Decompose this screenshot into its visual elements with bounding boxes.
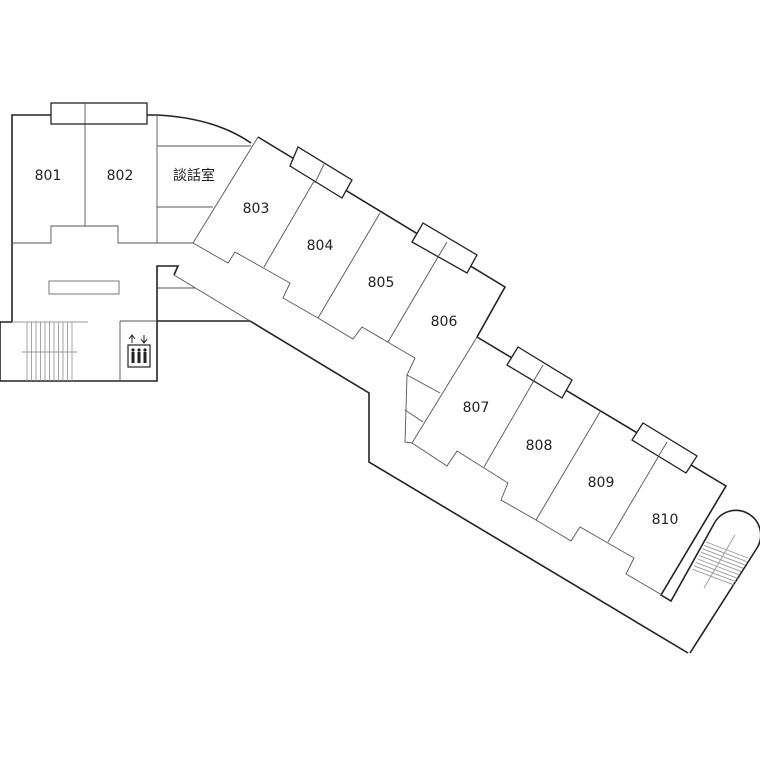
central-counter <box>48 280 120 295</box>
stair-tread <box>700 551 744 569</box>
corridor-lines <box>192 242 663 596</box>
west-block-walls <box>0 114 689 654</box>
room-labels: 801 802 談話室 803 804 805 806 807 808 809 … <box>35 167 679 528</box>
room-804-label[interactable]: 804 <box>307 238 334 254</box>
lounge-label[interactable]: 談話室 <box>173 167 215 184</box>
room-803-label[interactable]: 803 <box>243 201 270 217</box>
room-806-label[interactable]: 806 <box>431 314 458 330</box>
stair-tread <box>704 544 747 562</box>
stair-tread <box>699 555 742 573</box>
west-block-interior <box>12 115 251 381</box>
room-810-label[interactable]: 810 <box>652 512 679 528</box>
window-bay-801-802 <box>50 102 148 125</box>
stair-tread <box>693 565 737 583</box>
stair-tread <box>697 558 740 576</box>
room-808-label[interactable]: 808 <box>526 438 553 454</box>
room-805-label[interactable]: 805 <box>368 275 395 291</box>
room-807-label[interactable]: 807 <box>463 400 490 416</box>
east-wing-walls <box>192 136 760 654</box>
spiral-stairs-icon <box>692 534 749 589</box>
room-802-label[interactable]: 802 <box>107 168 134 184</box>
stair-tread <box>702 548 745 566</box>
stair-tread <box>695 561 738 579</box>
stairs-icon <box>12 321 88 381</box>
room-801-label[interactable]: 801 <box>35 168 62 184</box>
room-809-label[interactable]: 809 <box>588 475 615 491</box>
stair-tread <box>692 568 735 586</box>
stair-tread <box>705 541 749 559</box>
elevator-icon <box>127 334 151 368</box>
window-bays-east <box>289 146 698 474</box>
